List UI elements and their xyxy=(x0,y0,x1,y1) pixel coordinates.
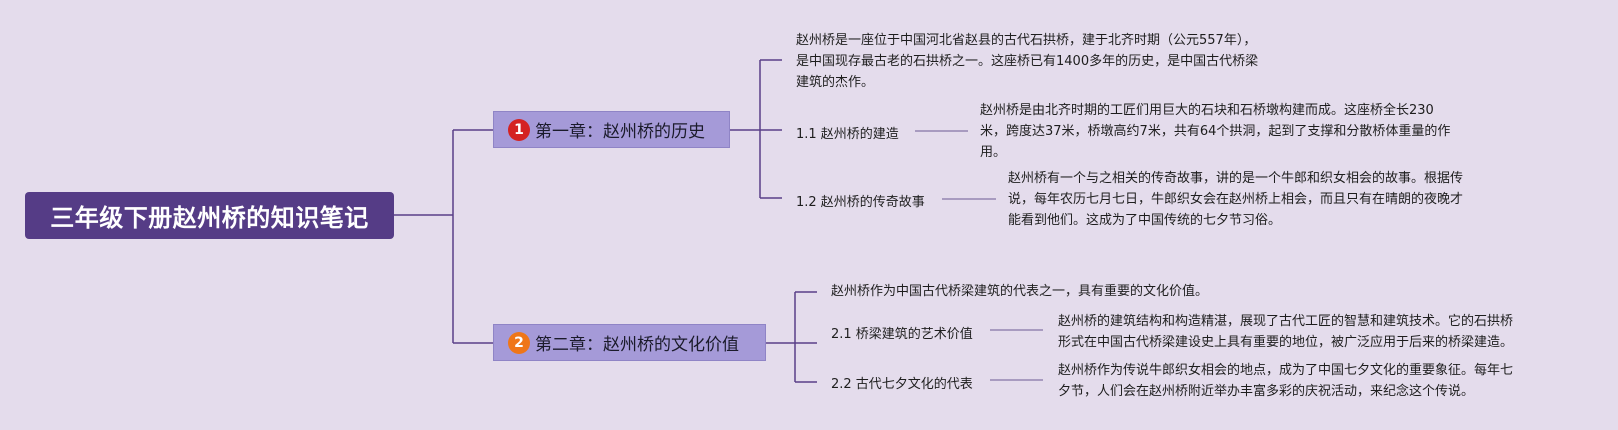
text-line: 是中国现存最古老的石拱桥之一。这座桥已有1400多年的历史，是中国古代桥梁 xyxy=(796,54,1259,69)
chapter-2-intro: 赵州桥作为中国古代桥梁建筑的代表之一，具有重要的文化价值。 xyxy=(831,281,1208,302)
text-line: 赵州桥是一座位于中国河北省赵县的古代石拱桥，建于北齐时期（公元557年）， xyxy=(796,33,1257,48)
section-1-1-detail: 赵州桥是由北齐时期的工匠们用巨大的石块和石桥墩构建而成。这座桥全长230 米，跨… xyxy=(980,100,1450,163)
section-1-2-detail: 赵州桥有一个与之相关的传奇故事，讲的是一个牛郎和织女相会的故事。根据传 说，每年… xyxy=(1008,168,1463,231)
chapter-2-title: 第二章：赵州桥的文化价值 xyxy=(535,335,739,355)
section-1-1-label[interactable]: 1.1 赵州桥的建造 xyxy=(796,127,899,142)
text-line: 赵州桥是由北齐时期的工匠们用巨大的石块和石桥墩构建而成。这座桥全长230 xyxy=(980,103,1434,118)
text-line: 说，每年农历七月七日，牛郎织女会在赵州桥上相会，而且只有在晴朗的夜晚才 xyxy=(1008,192,1464,207)
text-line: 用。 xyxy=(980,145,1007,160)
chapter-1-title: 第一章：赵州桥的历史 xyxy=(535,122,705,142)
section-2-2-label[interactable]: 2.2 古代七夕文化的代表 xyxy=(831,377,973,392)
section-2-1-detail: 赵州桥的建筑结构和构造精湛，展现了古代工匠的智慧和建筑技术。它的石拱桥 形式在中… xyxy=(1058,311,1513,353)
section-1-2-label[interactable]: 1.2 赵州桥的传奇故事 xyxy=(796,195,925,210)
number-badge-icon: 2 xyxy=(508,331,530,354)
number-badge-icon: 1 xyxy=(508,118,530,141)
root-node[interactable]: 三年级下册赵州桥的知识笔记 xyxy=(25,192,394,239)
text-line: 赵州桥作为传说牛郎织女相会的地点，成为了中国七夕文化的重要象征。每年七 xyxy=(1058,363,1514,378)
text-line: 夕节，人们会在赵州桥附近举办丰富多彩的庆祝活动，来纪念这个传说。 xyxy=(1058,384,1475,399)
chapter-1-node[interactable]: 1 第一章：赵州桥的历史 xyxy=(493,111,730,148)
text-line: 赵州桥有一个与之相关的传奇故事，讲的是一个牛郎和织女相会的故事。根据传 xyxy=(1008,171,1464,186)
connector-root xyxy=(394,129,493,344)
text-line: 赵州桥作为中国古代桥梁建筑的代表之一，具有重要的文化价值。 xyxy=(831,284,1209,299)
chapter-2-node[interactable]: 2 第二章：赵州桥的文化价值 xyxy=(493,324,766,361)
chapter-1-intro: 赵州桥是一座位于中国河北省赵县的古代石拱桥，建于北齐时期（公元557年）， 是中… xyxy=(796,30,1258,93)
connector-ch2 xyxy=(766,291,817,383)
text-line: 能看到他们。这成为了中国传统的七夕节习俗。 xyxy=(1008,213,1282,228)
section-2-2-detail: 赵州桥作为传说牛郎织女相会的地点，成为了中国七夕文化的重要象征。每年七 夕节，人… xyxy=(1058,360,1513,402)
text-line: 赵州桥的建筑结构和构造精湛，展现了古代工匠的智慧和建筑技术。它的石拱桥 xyxy=(1058,314,1514,329)
text-line: 建筑的杰作。 xyxy=(796,75,875,90)
text-line: 米，跨度达37米，桥墩高约7米，共有64个拱洞，起到了支撑和分散桥体重量的作 xyxy=(980,124,1451,139)
root-title: 三年级下册赵州桥的知识笔记 xyxy=(50,204,369,232)
connector-ch1 xyxy=(730,59,782,199)
section-2-1-label[interactable]: 2.1 桥梁建筑的艺术价值 xyxy=(831,327,973,342)
text-line: 形式在中国古代桥梁建设史上具有重要的地位，被广泛应用于后来的桥梁建造。 xyxy=(1058,335,1514,350)
